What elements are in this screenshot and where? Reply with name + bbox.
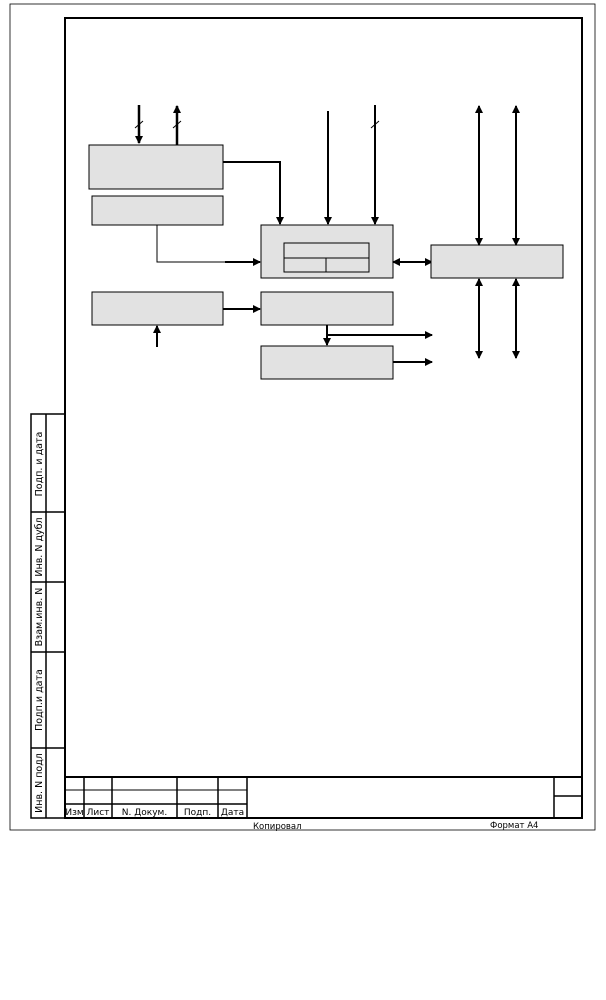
- block-3: [91, 291, 224, 326]
- block-1: [88, 144, 224, 190]
- tick-left-2: [172, 120, 182, 129]
- main-frame: [64, 17, 583, 819]
- footer-format: Формат А4: [490, 821, 538, 831]
- side-cell-label: Подп.и дата: [34, 669, 45, 731]
- title-col-label: N. Докум.: [122, 808, 167, 818]
- side-cell-label: Инв. N подл: [34, 753, 45, 813]
- block-5: [260, 345, 394, 380]
- block-diagram: [88, 105, 564, 380]
- side-cell-label: Подп. и дата: [34, 432, 45, 497]
- tick-central-2: [370, 120, 380, 129]
- footer-copied-by: Копировал: [253, 822, 302, 832]
- title-col-label: Лист: [87, 808, 110, 818]
- title-col-label: Дата: [221, 808, 244, 818]
- side-cell-label: Инв. N дубл: [34, 517, 45, 576]
- title-col-label: Подп.: [184, 808, 211, 818]
- side-cell-label: Взам.инв. N: [34, 588, 45, 647]
- title-block: Изм Лист N. Докум. Подп. Дата: [65, 776, 582, 818]
- title-col-label: Изм: [65, 808, 83, 818]
- block-4: [260, 291, 394, 326]
- link-block1-central: [223, 161, 284, 225]
- link-block2-central: [156, 225, 260, 263]
- side-stamp: Подп. и дата Инв. N дубл Взам.инв. N Под…: [30, 413, 66, 819]
- block-right: [430, 244, 564, 279]
- outer-border: [9, 3, 596, 831]
- block-2: [91, 195, 224, 226]
- tick-left-1: [134, 120, 144, 129]
